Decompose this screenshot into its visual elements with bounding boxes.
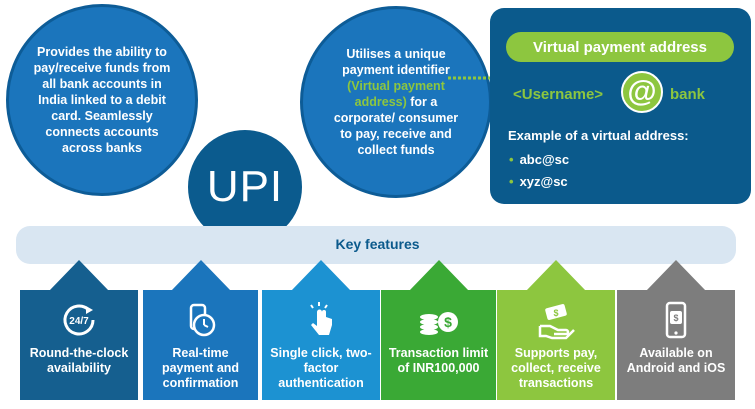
feature-tile-transaction-limit: $ Transaction limit of INR100,000: [381, 260, 496, 400]
feature-tile-pay-collect: $ Supports pay, collect, receive transac…: [497, 260, 615, 400]
identifier-text-highlight: (Virtual payment address): [347, 79, 445, 109]
example-item: • abc@sc: [509, 152, 569, 167]
stopwatch-icon: [181, 300, 221, 340]
svg-text:$: $: [444, 314, 452, 330]
identifier-text-after: for a corporate/ consumer to pay, receiv…: [333, 95, 459, 157]
bullet-icon: •: [509, 152, 514, 167]
coins-icon: $: [417, 300, 461, 340]
key-features-title: Key features: [335, 236, 420, 252]
feature-label: Real-time payment and confirmation: [161, 346, 240, 390]
key-features-band: [16, 226, 736, 264]
svg-text:$: $: [673, 313, 678, 323]
example-value: xyz@sc: [519, 174, 568, 189]
phone-icon: $: [656, 300, 696, 340]
svg-text:24/7: 24/7: [69, 316, 89, 327]
identifier-description-circle: Utilises a unique payment identifier (Vi…: [300, 6, 492, 198]
identifier-description-text: Utilises a unique payment identifier (Vi…: [327, 46, 465, 158]
money-hand-icon: $: [536, 300, 576, 340]
example-value: abc@sc: [519, 152, 570, 167]
vpa-title: Virtual payment address: [506, 32, 734, 62]
feature-label: Single click, two-factor authentication: [270, 346, 372, 390]
vpa-username: <Username>: [513, 86, 604, 103]
example-item: • xyz@sc: [509, 174, 568, 189]
feature-label: Transaction limit of INR100,000: [388, 346, 489, 375]
feature-tile-platforms: $ Available on Android and iOS: [617, 260, 735, 400]
at-symbol-icon: @: [621, 71, 663, 113]
feature-tile-availability: 24/7 Round-the-clock availability: [20, 260, 138, 400]
svg-text:$: $: [553, 308, 558, 318]
ability-description-text: Provides the ability to pay/receive fund…: [33, 45, 171, 155]
vpa-bank: bank: [670, 86, 706, 103]
feature-tile-single-click: Single click, two-factor authentication: [262, 260, 380, 400]
tap-icon: [301, 300, 341, 340]
bullet-icon: •: [509, 174, 514, 189]
identifier-text-before: Utilises a unique payment identifier: [342, 47, 450, 77]
24-7-icon: 24/7: [59, 300, 99, 340]
feature-label: Round-the-clock availability: [29, 346, 129, 375]
upi-label: UPI: [206, 162, 284, 211]
feature-label: Supports pay, collect, receive transacti…: [511, 346, 601, 390]
feature-label: Available on Android and iOS: [626, 346, 726, 375]
feature-tile-real-time: Real-time payment and confirmation: [143, 260, 258, 400]
example-title: Example of a virtual address:: [508, 128, 689, 143]
ability-description-circle: Provides the ability to pay/receive fund…: [6, 4, 198, 196]
